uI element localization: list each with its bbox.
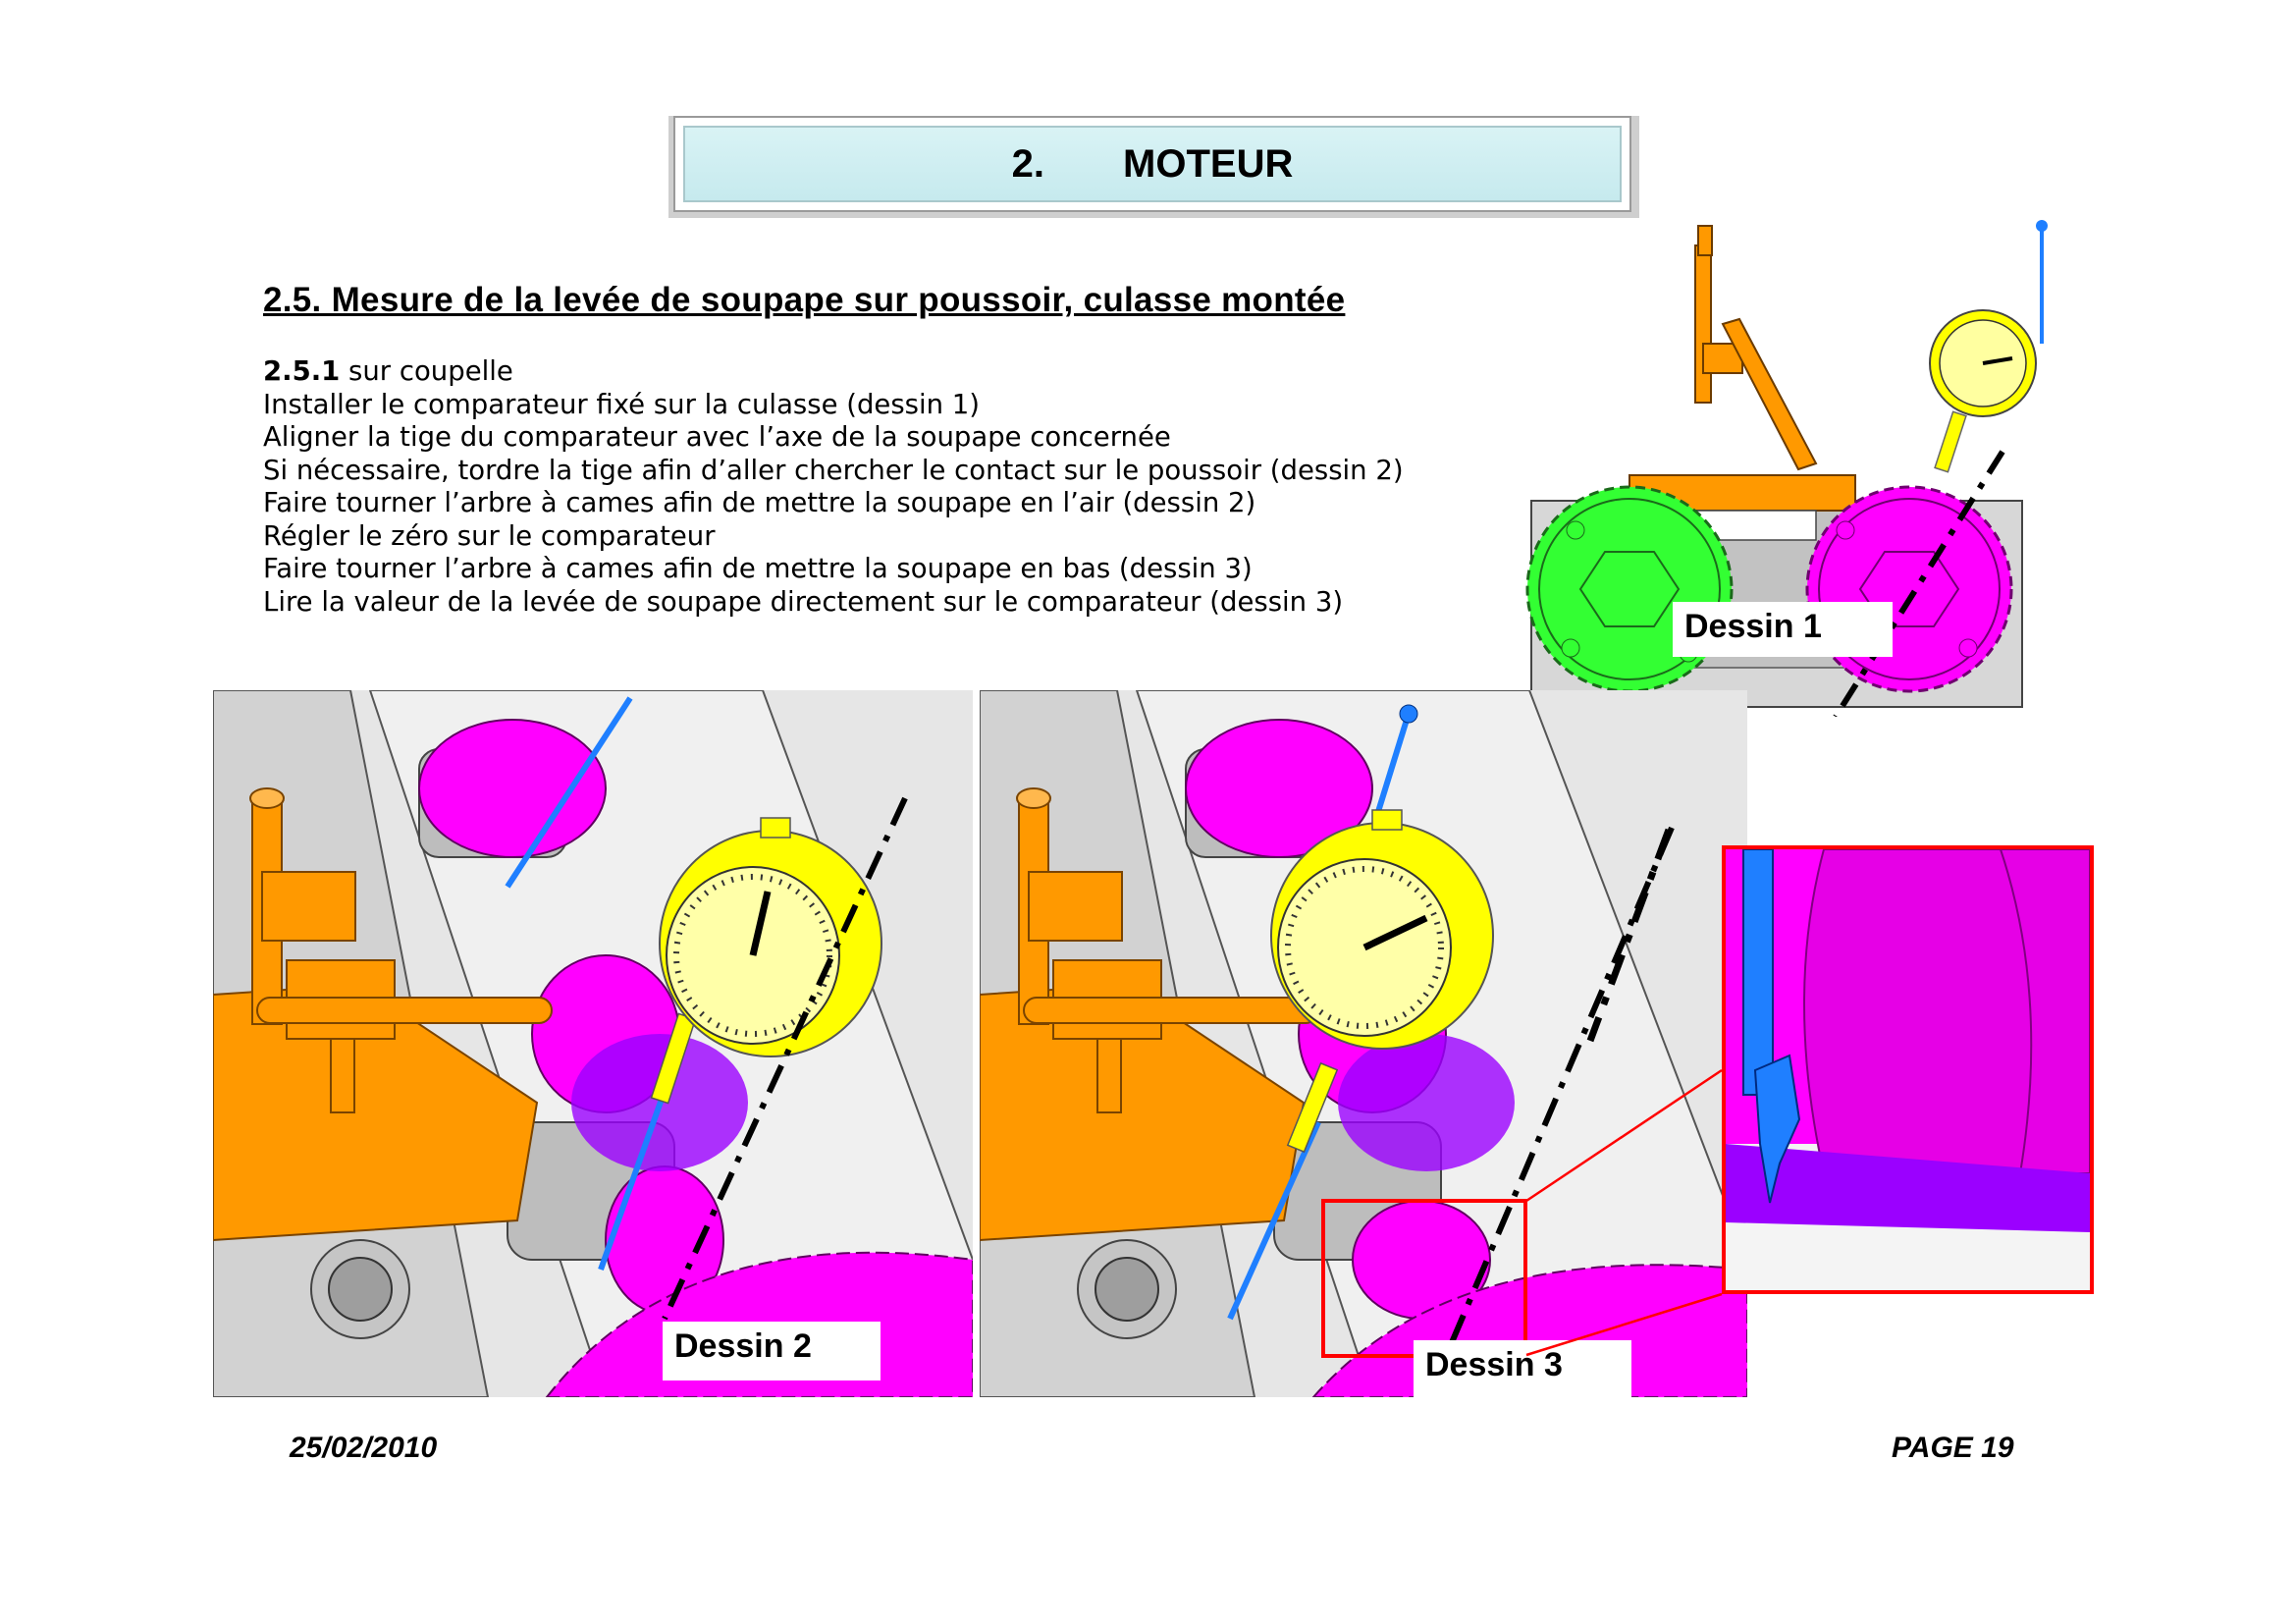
chapter-title: MOTEUR [1123, 141, 1294, 186]
step-7: Lire la valeur de la levée de soupape di… [263, 585, 1344, 618]
step-2: Aligner la tige du comparateur avec l’ax… [263, 421, 1171, 453]
dessin-3-illustration: Dessin 3 [980, 690, 1747, 1397]
dessin-1-label: Dessin 1 [1673, 602, 1893, 657]
subsection-heading: 2.5.1 sur coupelle [263, 355, 1404, 389]
instructions: 2.5.1 sur coupelle Installer le comparat… [263, 355, 1404, 619]
chapter-banner-inner: 2. MOTEUR [683, 126, 1622, 202]
dessin-3-drawing [980, 690, 1747, 1397]
step-1: Installer le comparateur fixé sur la cul… [263, 388, 981, 420]
step-4: Faire tourner l’arbre à cames afin de me… [263, 487, 1256, 518]
dessin-1-illustration: Dessin 1 [1512, 216, 2061, 719]
subsection-number: 2.5.1 [263, 355, 341, 387]
step-3: Si nécessaire, tordre la tige afin d’all… [263, 454, 1404, 486]
section-title: 2.5. Mesure de la levée de soupape sur p… [263, 281, 1346, 319]
subsection-title: sur coupelle [340, 355, 513, 387]
zoom-detail-drawing [1726, 849, 2090, 1290]
chapter-number: 2. [1011, 141, 1045, 186]
footer-page: PAGE 19 [1892, 1432, 2014, 1464]
chapter-banner: 2. MOTEUR [673, 116, 1631, 212]
step-5: Régler le zéro sur le comparateur [263, 519, 716, 552]
dessin-3-label: Dessin 3 [1414, 1340, 1631, 1397]
zoom-detail [1722, 845, 2094, 1294]
dessin-2-label: Dessin 2 [663, 1322, 881, 1380]
dessin-2-drawing [213, 690, 973, 1397]
step-6: Faire tourner l’arbre à cames afin de me… [263, 553, 1253, 584]
dessin-2-illustration: Dessin 2 [213, 690, 973, 1397]
footer-date: 25/02/2010 [290, 1432, 438, 1464]
